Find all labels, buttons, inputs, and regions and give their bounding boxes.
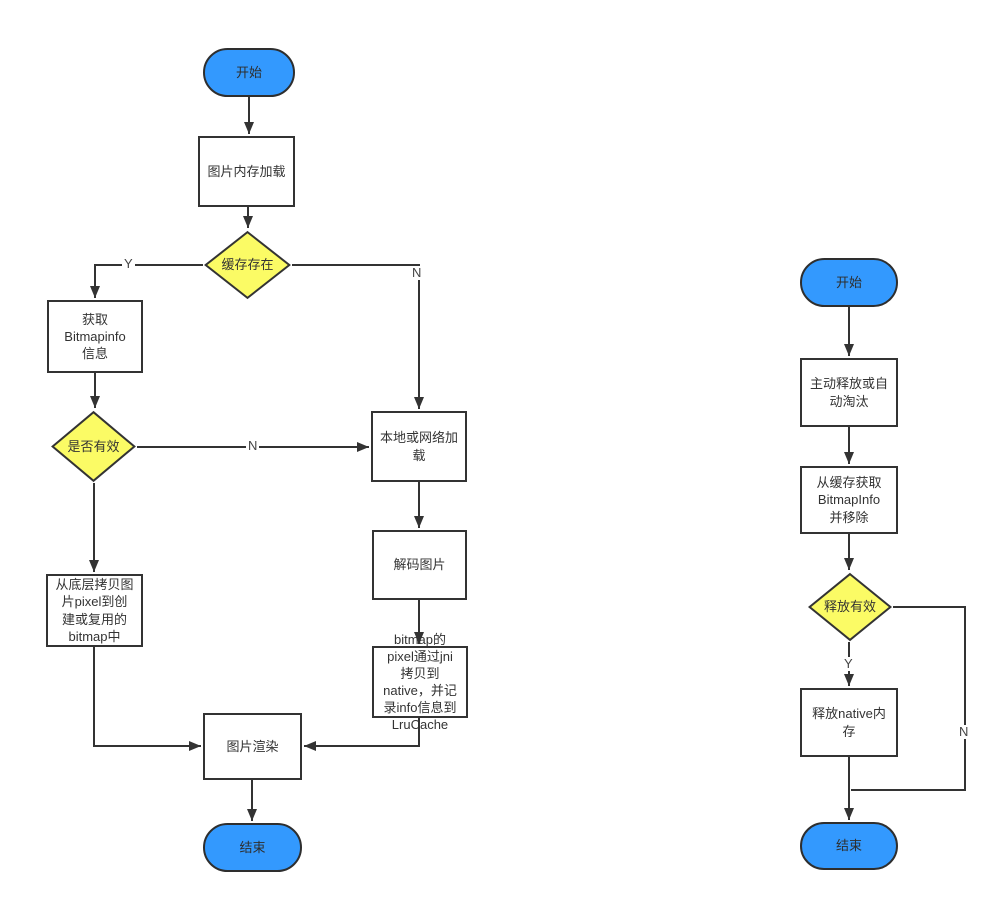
node-is-valid: 是否有效 xyxy=(50,410,137,483)
node-right-end-label: 结束 xyxy=(835,838,862,854)
edge-label-cache-yes: Y xyxy=(122,256,135,272)
edge-cache-yes-to-get-bitmapinfo xyxy=(90,264,203,298)
node-is-valid-label: 是否有效 xyxy=(67,438,120,454)
node-jni-copy-to-native-label: bitmap的 pixel通过jni 拷贝到 native，并记 录info信息… xyxy=(383,631,457,733)
node-local-or-network-load-label: 本地或网络加 载 xyxy=(379,430,458,463)
edge-jni-copy-to-render xyxy=(304,718,420,751)
node-free-native-memory: 释放native内 存 xyxy=(800,688,898,757)
node-copy-pixel-to-bitmap-label: 从底层拷贝图 片pixel到创 建或复用的 bitmap中 xyxy=(55,577,134,644)
diamond-shape xyxy=(807,572,893,642)
node-left-start-label: 开始 xyxy=(235,64,262,80)
node-decode-image-label: 解码图片 xyxy=(393,557,446,573)
node-get-bitmapinfo: 获取 Bitmapinfo 信息 xyxy=(47,300,143,373)
node-active-release: 主动释放或自 动淘汰 xyxy=(800,358,898,427)
node-get-and-remove-label: 从缓存获取 BitmapInfo 并移除 xyxy=(816,475,882,525)
node-release-valid: 释放有效 xyxy=(807,572,893,642)
node-free-native-memory-label: 释放native内 存 xyxy=(812,706,886,739)
node-right-start-label: 开始 xyxy=(835,274,862,290)
node-get-and-remove: 从缓存获取 BitmapInfo 并移除 xyxy=(800,466,898,534)
node-memory-load: 图片内存加载 xyxy=(198,136,295,207)
node-left-end: 结束 xyxy=(203,823,302,872)
node-left-start: 开始 xyxy=(203,48,295,97)
node-jni-copy-to-native: bitmap的 pixel通过jni 拷贝到 native，并记 录info信息… xyxy=(372,632,468,732)
node-render-image-label: 图片渲染 xyxy=(226,738,279,754)
node-cache-exists-label: 缓存存在 xyxy=(221,257,274,273)
node-right-end: 结束 xyxy=(800,822,898,870)
node-render-image: 图片渲染 xyxy=(203,713,302,780)
edge-label-cache-no: N xyxy=(410,265,424,281)
node-right-start: 开始 xyxy=(800,258,898,307)
node-copy-pixel-to-bitmap: 从底层拷贝图 片pixel到创 建或复用的 bitmap中 xyxy=(46,574,143,647)
node-memory-load-label: 图片内存加载 xyxy=(207,163,286,179)
node-cache-exists: 缓存存在 xyxy=(203,230,292,300)
edge-copy-pixel-to-render xyxy=(93,647,201,751)
node-get-bitmapinfo-label: 获取 Bitmapinfo 信息 xyxy=(64,311,126,362)
edge-label-release-yes: Y xyxy=(842,656,855,672)
diamond-shape xyxy=(50,410,137,483)
edge-release-no-return xyxy=(851,606,966,791)
diamond-shape xyxy=(203,230,292,300)
edge-label-release-no: N xyxy=(957,724,971,740)
node-decode-image: 解码图片 xyxy=(372,530,467,600)
node-local-or-network-load: 本地或网络加 载 xyxy=(371,411,467,482)
edge-label-valid-no: N xyxy=(246,438,260,454)
node-left-end-label: 结束 xyxy=(239,839,266,855)
node-active-release-label: 主动释放或自 动淘汰 xyxy=(809,376,888,409)
edge-cache-no-to-local-load xyxy=(292,264,424,409)
node-release-valid-label: 释放有效 xyxy=(823,599,876,615)
